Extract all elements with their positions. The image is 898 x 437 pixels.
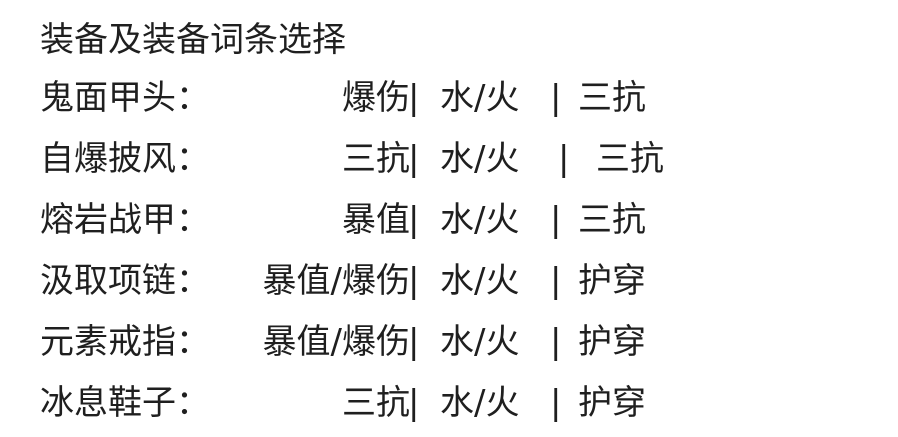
equipment-name: 元素戒指：	[40, 322, 210, 362]
secondary-stat: 护穿	[578, 261, 646, 301]
main-stat: 爆伤	[342, 78, 410, 118]
equipment-row-necklace: 汲取项链： 暴值/爆伤 | 水/火 | 护穿	[40, 251, 880, 312]
main-stat: 三抗	[342, 383, 410, 423]
separator: |	[408, 139, 420, 179]
equipment-name: 熔岩战甲：	[40, 200, 210, 240]
separator: |	[558, 139, 570, 179]
main-stat: 暴值/爆伤	[262, 322, 410, 362]
element-stat: 水/火	[440, 78, 520, 118]
separator: |	[550, 200, 562, 240]
element-stat: 水/火	[440, 200, 520, 240]
separator: |	[408, 78, 420, 118]
equipment-name: 自爆披风：	[40, 139, 210, 179]
secondary-stat: 三抗	[578, 78, 646, 118]
equipment-name: 冰息鞋子：	[40, 383, 210, 423]
equipment-row-helmet: 鬼面甲头： 爆伤 | 水/火 | 三抗	[40, 68, 880, 129]
separator: |	[408, 322, 420, 362]
equipment-row-boots: 冰息鞋子： 三抗 | 水/火 | 护穿	[40, 373, 880, 434]
secondary-stat: 护穿	[578, 383, 646, 423]
document-body: 装备及装备词条选择 鬼面甲头： 爆伤 | 水/火 | 三抗 自爆披风： 三抗 |…	[40, 12, 880, 434]
separator: |	[550, 322, 562, 362]
secondary-stat: 三抗	[578, 200, 646, 240]
equipment-name: 鬼面甲头：	[40, 78, 210, 118]
main-stat: 暴值/爆伤	[262, 261, 410, 301]
page-title: 装备及装备词条选择	[40, 20, 346, 60]
main-stat: 三抗	[342, 139, 410, 179]
secondary-stat: 护穿	[578, 322, 646, 362]
separator: |	[550, 383, 562, 423]
equipment-row-cloak: 自爆披风： 三抗 | 水/火 | 三抗	[40, 129, 880, 190]
separator: |	[550, 261, 562, 301]
separator: |	[408, 261, 420, 301]
separator: |	[408, 200, 420, 240]
element-stat: 水/火	[440, 322, 520, 362]
separator: |	[550, 78, 562, 118]
equipment-row-armor: 熔岩战甲： 暴值 | 水/火 | 三抗	[40, 190, 880, 251]
element-stat: 水/火	[440, 139, 520, 179]
secondary-stat: 三抗	[596, 139, 664, 179]
main-stat: 暴值	[342, 200, 410, 240]
equipment-row-ring: 元素戒指： 暴值/爆伤 | 水/火 | 护穿	[40, 312, 880, 373]
separator: |	[408, 383, 420, 423]
element-stat: 水/火	[440, 383, 520, 423]
equipment-name: 汲取项链：	[40, 261, 210, 301]
element-stat: 水/火	[440, 261, 520, 301]
